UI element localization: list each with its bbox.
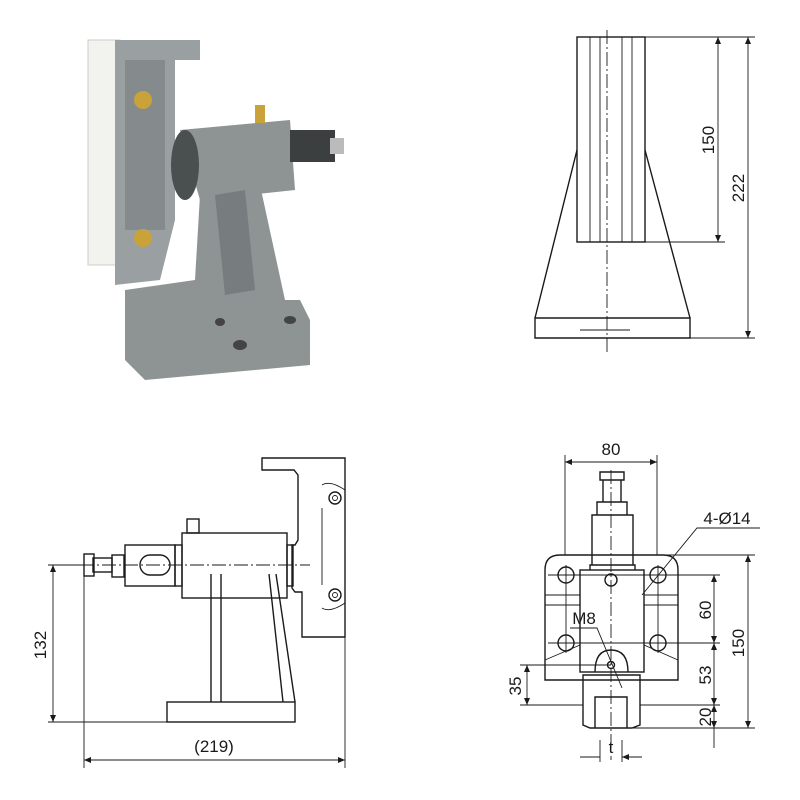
cylinder-housing — [180, 120, 295, 200]
side-view: 150 222 — [534, 30, 755, 355]
black-cap — [290, 130, 335, 162]
dim-219-label: (219) — [194, 737, 234, 756]
dim-222-label: 222 — [729, 174, 748, 202]
brass-screw-icon — [134, 229, 152, 247]
slot-t-label: t — [609, 738, 614, 757]
brass-screw-icon — [134, 91, 152, 109]
dim-35-label: 35 — [506, 677, 525, 696]
dim-53-label: 53 — [696, 666, 715, 685]
base-casting — [125, 185, 310, 380]
dim-80-label: 80 — [602, 440, 621, 459]
holes-4-dia14-label: 4-Ø14 — [703, 509, 750, 528]
dim-60-label: 60 — [696, 601, 715, 620]
dim-150-label: 150 — [699, 126, 718, 154]
dim-132-label: 132 — [31, 631, 50, 659]
white-guide-plate — [87, 39, 121, 266]
m8-thread-label: M8 — [572, 609, 596, 628]
end-view: 80 4-Ø14 60 150 M8 53 35 20 t — [506, 440, 760, 762]
dim-20-label: 20 — [696, 708, 715, 727]
front-view: 132 (219) — [31, 457, 346, 768]
product-photo — [87, 39, 344, 380]
dim-150-total-label: 150 — [729, 629, 748, 657]
